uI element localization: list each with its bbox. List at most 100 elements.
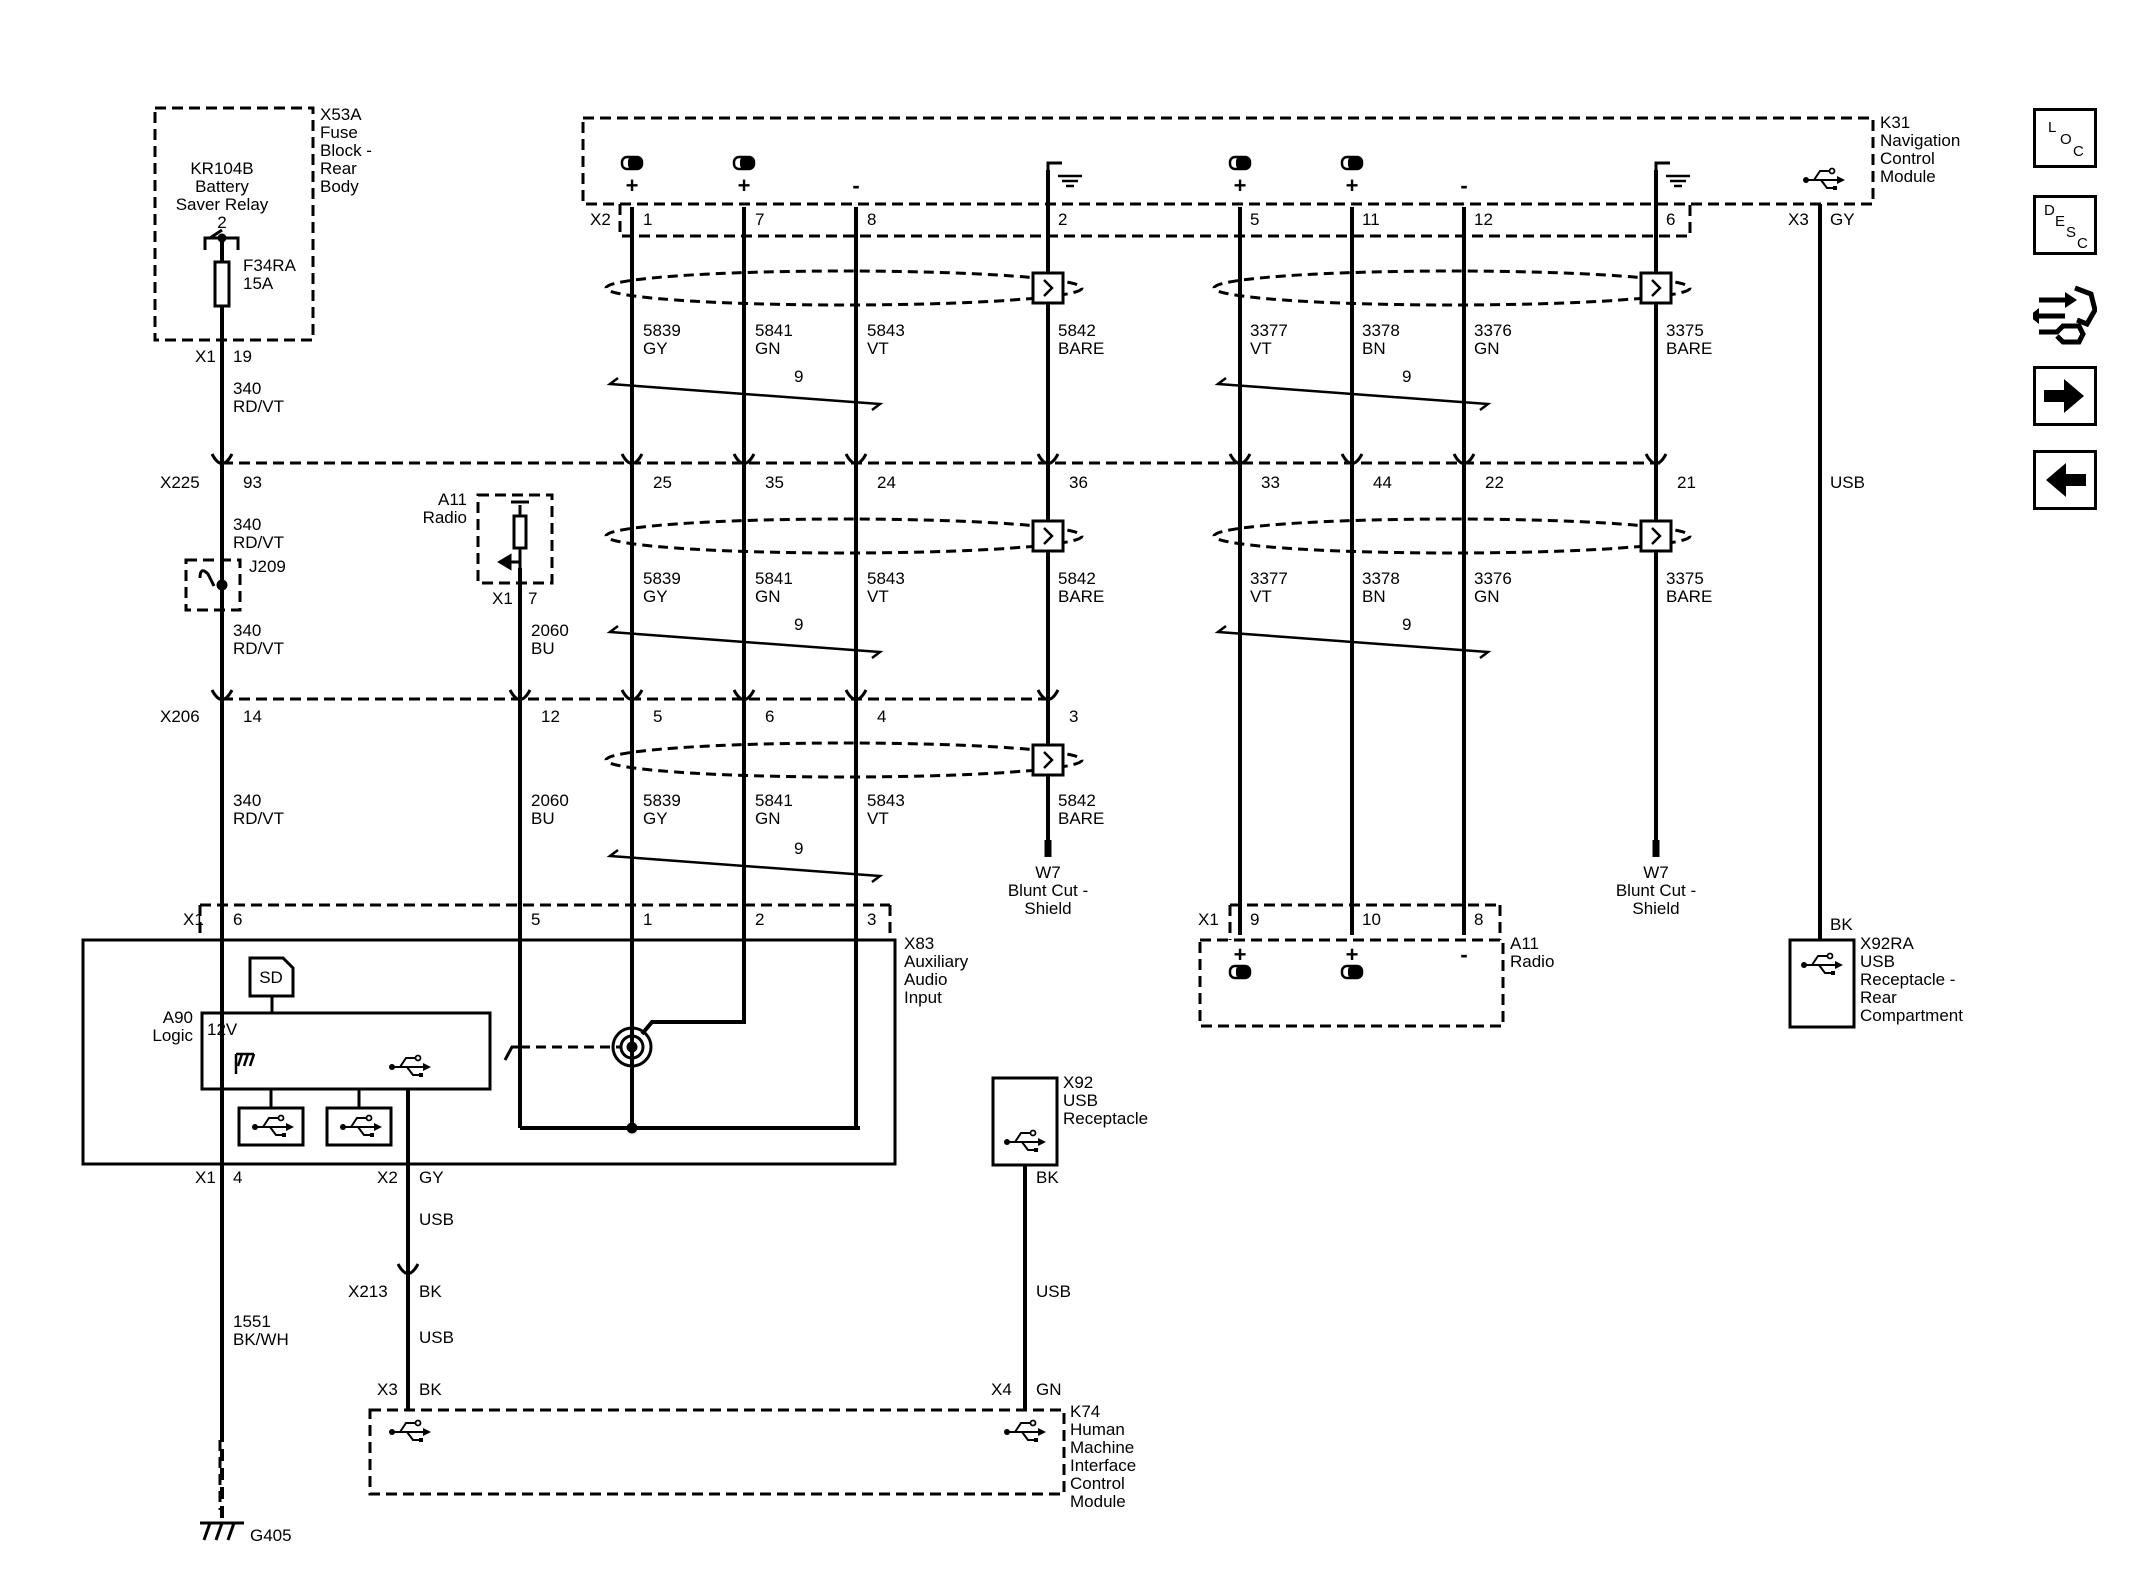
w7-label-left: W7 [1035, 863, 1061, 882]
svg-text:Module: Module [1070, 1492, 1126, 1511]
svg-text:Radio: Radio [423, 508, 467, 527]
svg-text:GY: GY [419, 1168, 444, 1187]
svg-text:BARE: BARE [1058, 339, 1104, 358]
svg-text:25: 25 [653, 473, 672, 492]
x83-aux-input-box [81, 938, 897, 1166]
desc-letter: E [2055, 213, 2066, 230]
next-page-button[interactable] [2033, 366, 2097, 426]
svg-text:5839: 5839 [643, 569, 681, 588]
sd-label: SD [259, 968, 283, 987]
x83-label: X83 [904, 934, 934, 953]
fuse-block-box [153, 106, 315, 342]
svg-text:GN: GN [755, 809, 781, 828]
svg-text:9: 9 [1250, 910, 1259, 929]
polarity-labels: + + - + + - + + - [626, 173, 1468, 967]
arrow-right-icon [2044, 379, 2084, 413]
location-button[interactable]: L O C [2033, 108, 2097, 168]
a11-radio-upper-box [476, 493, 554, 585]
svg-text:BU: BU [531, 809, 555, 828]
svg-text:340: 340 [233, 621, 261, 640]
svg-text:340: 340 [233, 379, 261, 398]
circuit-labels: 340 RD/VT 5839 GY 5841 GN 5843 VT 5842 B… [233, 210, 1865, 1399]
svg-text:+: + [626, 173, 639, 198]
svg-text:VT: VT [1250, 587, 1272, 606]
svg-text:X3: X3 [377, 1380, 398, 1399]
svg-text:BARE: BARE [1666, 587, 1712, 606]
k74-label: K74 [1070, 1402, 1100, 1421]
wires [220, 170, 1822, 1430]
svg-text:2: 2 [755, 910, 764, 929]
svg-text:Body: Body [320, 177, 359, 196]
coax-jack [611, 1026, 653, 1134]
svg-text:BK: BK [419, 1380, 442, 1399]
svg-text:Machine: Machine [1070, 1438, 1134, 1457]
svg-text:2: 2 [1058, 210, 1067, 229]
svg-text:GN: GN [755, 339, 781, 358]
svg-text:GY: GY [643, 339, 668, 358]
svg-text:Receptacle -: Receptacle - [1860, 970, 1955, 989]
svg-text:15A: 15A [243, 274, 274, 293]
svg-text:BU: BU [531, 639, 555, 658]
svg-text:+: + [1234, 173, 1247, 198]
svg-text:BK: BK [1830, 915, 1853, 934]
hmi-module-box [368, 1408, 1066, 1496]
svg-text:5843: 5843 [867, 321, 905, 340]
svg-text:35: 35 [765, 473, 784, 492]
svg-text:5842: 5842 [1058, 321, 1096, 340]
svg-text:3375: 3375 [1666, 569, 1704, 588]
loc-letter: C [2073, 143, 2084, 160]
module-ground-symbols [1046, 161, 1670, 170]
j209-label: J209 [249, 557, 286, 576]
svg-text:3378: 3378 [1362, 569, 1400, 588]
shield-ellipses [604, 269, 1692, 779]
x92-usb-box [991, 1076, 1059, 1167]
previous-page-button[interactable] [2033, 450, 2097, 510]
svg-text:2: 2 [217, 213, 226, 232]
twist-indicators [606, 377, 1492, 883]
svg-text:GY: GY [643, 587, 668, 606]
svg-text:BARE: BARE [1058, 587, 1104, 606]
svg-text:6: 6 [765, 707, 774, 726]
svg-text:VT: VT [1250, 339, 1272, 358]
a11-upper-label: A11 [438, 490, 467, 509]
svg-text:USB: USB [1063, 1091, 1098, 1110]
svg-text:5: 5 [1250, 210, 1259, 229]
svg-text:5841: 5841 [755, 569, 793, 588]
wire-stubs [1044, 840, 1660, 857]
svg-text:3376: 3376 [1474, 569, 1512, 588]
connector-view-icon[interactable] [2029, 280, 2098, 346]
svg-text:Human: Human [1070, 1420, 1125, 1439]
svg-text:USB: USB [1036, 1282, 1071, 1301]
module-boxes [153, 106, 1875, 1510]
description-button[interactable]: D E S C [2033, 195, 2097, 255]
svg-text:RD/VT: RD/VT [233, 533, 284, 552]
svg-text:BK: BK [419, 1282, 442, 1301]
svg-text:BARE: BARE [1058, 809, 1104, 828]
svg-text:VT: VT [867, 339, 889, 358]
svg-text:X1: X1 [183, 910, 204, 929]
svg-text:9: 9 [794, 839, 803, 858]
desc-letter: D [2044, 202, 2055, 219]
svg-text:X3: X3 [1788, 210, 1809, 229]
fuse-relay-symbols [198, 228, 529, 591]
svg-text:9: 9 [1402, 615, 1411, 634]
svg-text:+: + [1346, 942, 1359, 967]
svg-text:2060: 2060 [531, 791, 569, 810]
solid-boxes [81, 938, 1856, 1167]
svg-text:24: 24 [877, 473, 896, 492]
svg-text:BK/WH: BK/WH [233, 1330, 289, 1349]
svg-text:X206: X206 [160, 707, 200, 726]
j209-box [184, 558, 242, 612]
svg-text:-: - [852, 173, 859, 198]
svg-text:12: 12 [1474, 210, 1493, 229]
svg-text:1: 1 [643, 210, 652, 229]
svg-text:USB: USB [1860, 952, 1895, 971]
svg-text:GY: GY [643, 809, 668, 828]
pin-labels: 1 7 8 2 5 11 12 6 19 93 25 35 24 36 33 4… [233, 210, 1696, 1187]
svg-text:X1: X1 [195, 1168, 216, 1187]
g405-ground [200, 1521, 244, 1541]
svg-text:Blunt Cut -: Blunt Cut - [1008, 881, 1088, 900]
svg-text:GN: GN [755, 587, 781, 606]
svg-text:Rear: Rear [320, 159, 357, 178]
svg-text:RD/VT: RD/VT [233, 639, 284, 658]
